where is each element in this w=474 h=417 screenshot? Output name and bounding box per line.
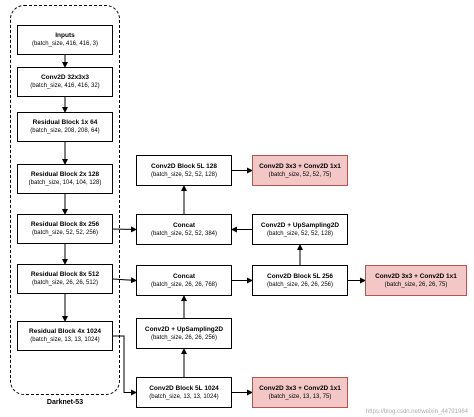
node-shape: (batch_size, 26, 26, 768) xyxy=(150,281,218,288)
node-title: Conv2D Block 5L 256 xyxy=(267,272,333,280)
node-title: Residual Block 1x 64 xyxy=(32,119,98,126)
node-title: Conv2D 32x3x3 xyxy=(40,74,90,81)
node-residual-block-4x: Residual Block 4x 1024 (batch_size, 13, … xyxy=(17,321,113,351)
node-upsampling-128: Conv2D + UpSampling2D (batch_size, 52, 5… xyxy=(252,214,348,245)
node-title: Residual Block 8x 256 xyxy=(30,221,100,228)
darknet-53-label: Darknet-53 xyxy=(46,399,84,406)
node-title: Concat xyxy=(172,221,196,229)
edge-res8_512-to-concat_768 xyxy=(112,277,137,284)
node-shape: (batch_size, 52, 52, 256) xyxy=(31,230,99,236)
node-conv2d-block-5l-128: Conv2D Block 5L 128 (batch_size, 52, 52,… xyxy=(136,155,232,186)
node-shape: (batch_size, 52, 52, 384) xyxy=(150,230,218,237)
node-shape: (batch_size, 26, 26, 256) xyxy=(266,281,334,288)
node-conv2d-block-5l-256: Conv2D Block 5L 256 (batch_size, 26, 26,… xyxy=(252,265,348,296)
node-residual-block-2x: Residual Block 2x 128 (batch_size, 104, … xyxy=(17,164,113,194)
node-shape: (batch_size, 13, 13, 1024) xyxy=(149,393,219,400)
node-title: Inputs xyxy=(55,32,75,39)
node-shape: (batch_size, 13, 13, 75) xyxy=(268,393,332,400)
node-title: Residual Block 4x 1024 xyxy=(29,328,101,335)
node-title: Conv2D + UpSampling2D xyxy=(144,325,224,333)
node-shape: (batch_size, 13, 13, 1024) xyxy=(30,337,100,343)
node-concat-384: Concat (batch_size, 52, 52, 384) xyxy=(136,214,232,245)
node-shape: (batch_size, 104, 104, 128) xyxy=(28,180,102,186)
darknet-53-group xyxy=(10,5,120,395)
node-shape: (batch_size, 52, 52, 75) xyxy=(268,171,332,178)
node-title: Conv2D 3x3 + Conv2D 1x1 xyxy=(259,162,341,170)
node-shape: (batch_size, 208, 208, 64) xyxy=(30,128,100,134)
node-shape: (batch_size, 26, 26, 256) xyxy=(150,334,218,341)
node-residual-block-1x: Residual Block 1x 64 (batch_size, 208, 2… xyxy=(17,112,113,142)
node-conv2d-block-5l-1024: Conv2D Block 5L 1024 (batch_size, 13, 13… xyxy=(136,377,232,408)
node-output-52: Conv2D 3x3 + Conv2D 1x1 (batch_size, 52,… xyxy=(252,155,348,186)
node-title: Concat xyxy=(172,272,196,280)
node-shape: (batch_size, 52, 52, 128) xyxy=(266,230,334,237)
edge-res4-to-cb5l_1024 xyxy=(113,335,137,396)
node-shape: (batch_size, 52, 52, 128) xyxy=(150,171,218,178)
node-title: Conv2D + UpSampling2D xyxy=(260,221,340,229)
node-title: Conv2D 3x3 + Conv2D 1x1 xyxy=(259,384,341,392)
node-title: Conv2D 3x3 + Conv2D 1x1 xyxy=(375,272,457,280)
node-inputs: Inputs (batch_size, 416, 416, 3) xyxy=(17,25,113,55)
node-concat-768: Concat (batch_size, 26, 26, 768) xyxy=(136,265,232,296)
node-title: Residual Block 2x 128 xyxy=(30,171,100,178)
node-title: Residual Block 8x 512 xyxy=(30,271,100,278)
node-residual-block-8x-512: Residual Block 8x 512 (batch_size, 26, 2… xyxy=(17,264,113,294)
node-shape: (batch_size, 416, 416, 3) xyxy=(31,41,99,47)
watermark: https://blog.csdn.net/weixin_44791964 xyxy=(365,409,468,415)
node-conv2d-32x3x3: Conv2D 32x3x3 (batch_size, 416, 416, 32) xyxy=(17,67,113,97)
node-output-26: Conv2D 3x3 + Conv2D 1x1 (batch_size, 26,… xyxy=(365,265,467,296)
edge-res8_256-to-concat_384 xyxy=(112,226,137,233)
node-title: Conv2D Block 5L 128 xyxy=(151,162,217,170)
node-shape: (batch_size, 26, 26, 512) xyxy=(31,280,99,286)
node-output-13: Conv2D 3x3 + Conv2D 1x1 (batch_size, 13,… xyxy=(252,377,348,408)
node-shape: (batch_size, 416, 416, 32) xyxy=(30,83,100,89)
node-upsampling-256: Conv2D + UpSampling2D (batch_size, 26, 2… xyxy=(136,318,232,349)
node-residual-block-8x-256: Residual Block 8x 256 (batch_size, 52, 5… xyxy=(17,214,113,244)
node-title: Conv2D Block 5L 1024 xyxy=(149,384,219,392)
node-shape: (batch_size, 26, 26, 75) xyxy=(384,281,448,288)
